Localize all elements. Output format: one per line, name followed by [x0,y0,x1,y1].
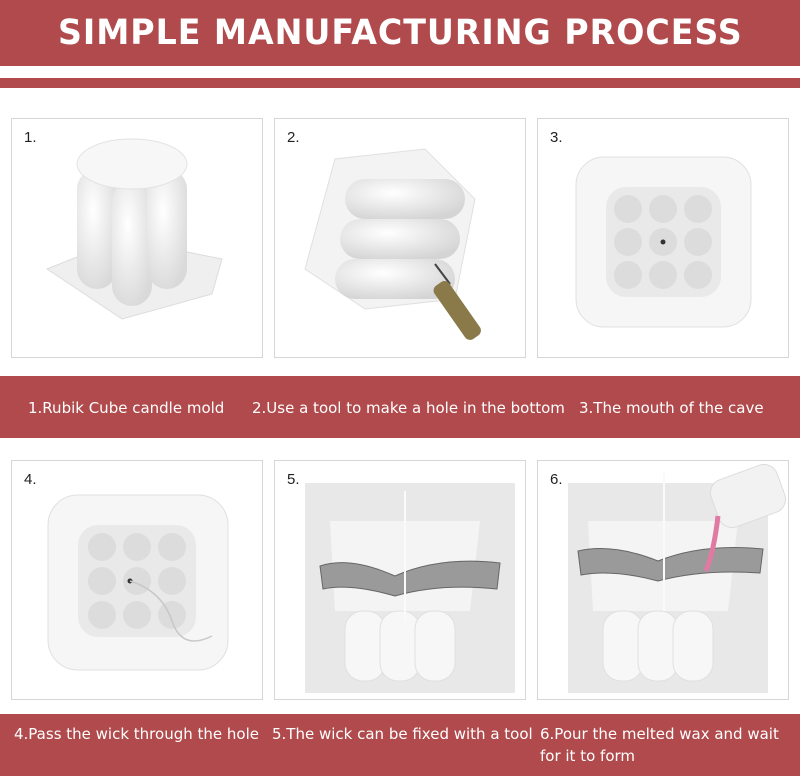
step-number: 2. [287,129,300,146]
pour-wax-image [568,463,786,693]
step-caption: 3.The mouth of the cave [579,399,764,417]
title-banner: SIMPLE MANUFACTURING PROCESS [0,0,800,66]
drill-tool-image [304,148,481,340]
step-number: 5. [287,471,300,488]
step-2-panel: 2. [274,118,526,358]
step-number: 1. [24,129,37,146]
step-caption: 4.Pass the wick through the hole [14,725,259,743]
step-6-panel: 6. [537,460,789,700]
wick-through-hole-image [47,494,229,671]
caption-band-2 [0,714,800,776]
mold-opening-image [575,156,752,328]
page-title: SIMPLE MANUFACTURING PROCESS [57,13,743,53]
step-1-panel: 1. [11,118,263,358]
step-caption: 2.Use a tool to make a hole in the botto… [252,399,565,417]
step-caption: 6.Pour the melted wax and wait for it to… [540,725,779,765]
step-number: 3. [550,129,563,146]
step-4-panel: 4. [11,460,263,700]
step-caption: 5.The wick can be fixed with a tool [272,725,533,743]
divider-stripe [0,78,800,88]
step-number: 4. [24,471,37,488]
wick-fixed-tool-image [305,483,515,693]
step-3-panel: 3. [537,118,789,358]
cube-mold-image [45,138,223,320]
step-number: 6. [550,471,563,488]
caption-band-1 [0,376,800,438]
step-caption: 1.Rubik Cube candle mold [28,399,225,417]
step-5-panel: 5. [274,460,526,700]
